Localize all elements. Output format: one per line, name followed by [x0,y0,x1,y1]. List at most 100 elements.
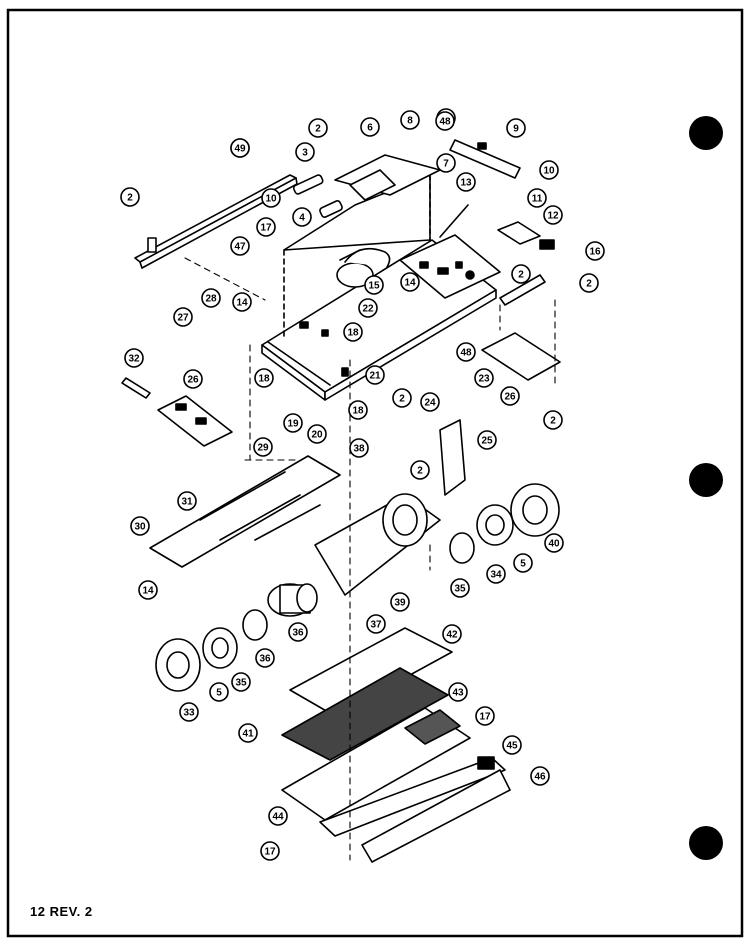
callout-48: 48 [456,342,476,362]
callout-35: 35 [231,672,251,692]
callout-circle [238,723,258,743]
callout-number: 26 [504,392,516,403]
callout-circle [130,516,150,536]
callout-39: 39 [390,592,410,612]
blower-wheel-41 [510,483,560,537]
callout-circle [456,342,476,362]
callout-26: 26 [500,386,520,406]
callout-number: 24 [424,398,436,409]
callout-37: 37 [366,614,386,634]
control-panel [399,204,501,299]
ring-36-right [449,532,475,564]
callout-number: 17 [260,223,272,234]
callout-18: 18 [254,368,274,388]
callout-2: 2 [392,388,412,408]
callout-number: 2 [550,416,556,427]
callout-46: 46 [530,766,550,786]
registration-dot-middle [689,463,723,497]
callout-circle [442,624,462,644]
callout-circle [450,578,470,598]
page-border [6,8,744,938]
callout-36: 36 [255,648,275,668]
callout-8: 8 [400,110,420,130]
callout-circle [179,702,199,722]
callout-number: 22 [362,304,374,315]
callout-29: 29 [253,437,273,457]
callout-circle [365,365,385,385]
callout-circle [173,307,193,327]
callout-number: 6 [367,123,373,134]
callout-number: 12 [547,211,559,222]
callout-circle [506,118,526,138]
callout-number: 18 [258,374,270,385]
callout-number: 34 [490,570,502,581]
bracket-28 [157,395,233,447]
callout-44: 44 [268,806,288,826]
callout-circle [256,217,276,237]
filter-42 [281,667,449,761]
callout-circle [475,706,495,726]
callout-number: 48 [460,348,472,359]
callout-number: 35 [235,678,247,689]
callout-circle [456,172,476,192]
callout-number: 38 [353,444,365,455]
callout-4: 4 [292,207,312,227]
callout-45: 45 [502,735,522,755]
callout-circle [390,592,410,612]
callout-49: 49 [230,138,250,158]
callout-number: 31 [181,497,193,508]
callout-circle [209,682,229,702]
callout-number: 42 [446,630,458,641]
callout-circle [360,117,380,137]
callout-20: 20 [307,424,327,444]
callout-circle [307,424,327,444]
callout-number: 44 [272,812,284,823]
callout-number: 18 [352,406,364,417]
bracket-3-4 [292,174,343,218]
callout-40: 40 [544,533,564,553]
callout-circle [502,735,522,755]
callout-25: 25 [477,430,497,450]
callout-number: 17 [264,847,276,858]
callout-circle [513,553,533,573]
callout-circle [120,187,140,207]
callout-14: 14 [400,272,420,292]
callout-number: 11 [532,194,543,205]
front-panel [319,756,511,863]
callout-35: 35 [450,578,470,598]
callout-5: 5 [209,682,229,702]
callout-number: 37 [370,620,382,631]
callout-number: 2 [127,193,133,204]
callout-2: 2 [120,187,140,207]
callout-circle [231,672,251,692]
callout-31: 31 [177,491,197,511]
callout-circle [364,275,384,295]
grille-44 [281,707,471,821]
callout-circle [579,273,599,293]
callout-2: 2 [511,264,531,284]
ring-36-left [242,609,268,641]
callout-number: 21 [369,371,381,382]
callout-circle [527,188,547,208]
callout-13: 13 [456,172,476,192]
filter-43 [289,627,453,717]
callout-circle [183,369,203,389]
callout-circle [530,766,550,786]
callout-group: 1222222234556788910101112131414141516171… [120,108,605,861]
callout-41: 41 [238,723,258,743]
callout-number: 45 [506,741,518,752]
callout-circle [201,288,221,308]
blower-wheel-34 [155,638,201,692]
callout-number: 9 [513,124,519,135]
callout-circle [511,264,531,284]
callout-circle [543,410,563,430]
callout-17: 17 [260,841,280,861]
callout-33: 33 [179,702,199,722]
callout-circle [400,272,420,292]
callout-circle [392,388,412,408]
callout-number: 14 [236,298,248,309]
callout-circle [261,188,281,208]
callout-number: 46 [534,772,546,783]
callout-38: 38 [349,438,369,458]
callout-2: 2 [543,410,563,430]
